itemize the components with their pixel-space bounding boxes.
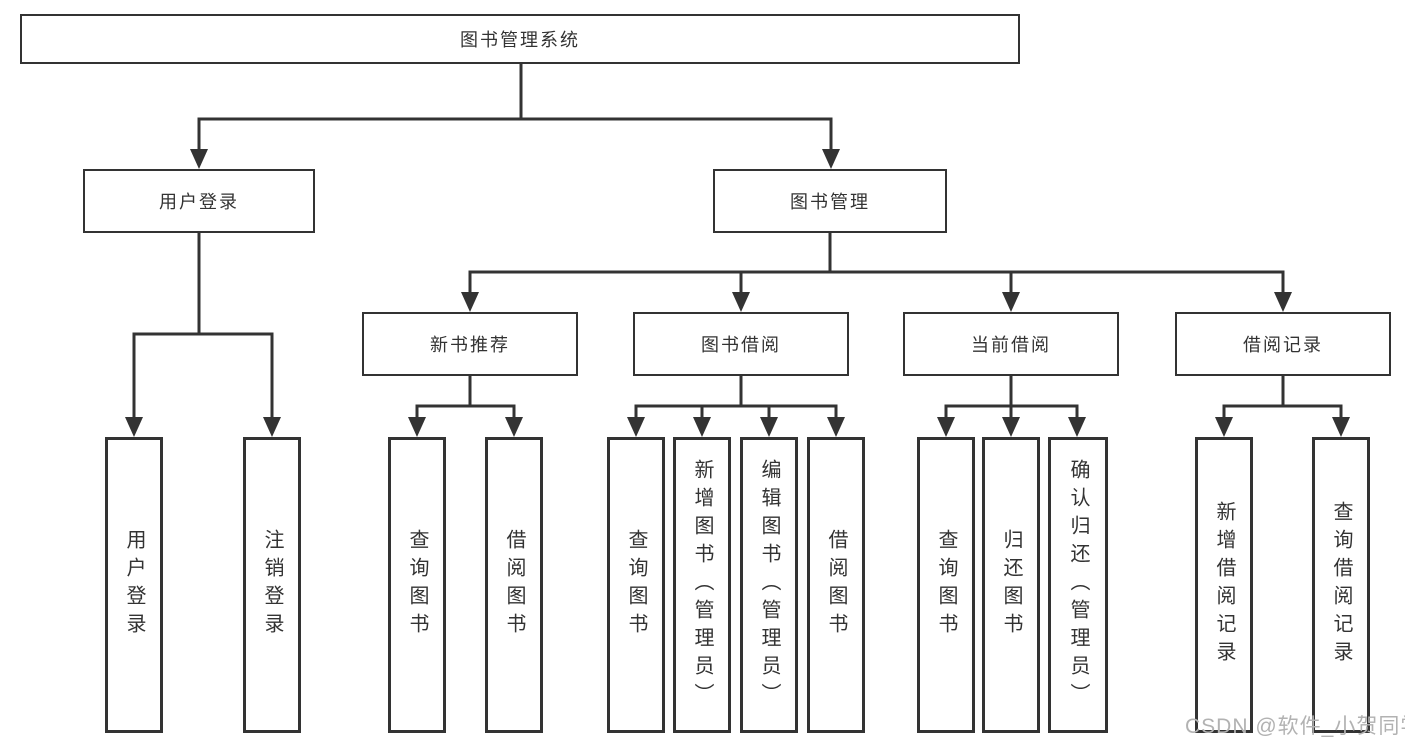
csdn-watermark: CSDN @软件_小贺同学 [1185,715,1405,738]
leaf-return-books: 归还图书 [982,437,1040,733]
leaf-query-borrow-record: 查询借阅记录 [1312,437,1370,733]
leaf-logout-login: 注销登录 [243,437,301,733]
leaf-add-borrow-record: 新增借阅记录 [1195,437,1253,733]
leaf-confirm-return-admin: 确认归还（管理员） [1048,437,1108,733]
leaf-query-books-recommend: 查询图书 [388,437,446,733]
leaf-borrow-books-borrowing: 借阅图书 [807,437,865,733]
node-book-management: 图书管理 [713,169,947,233]
node-new-book-recommend: 新书推荐 [362,312,578,376]
leaf-user-login: 用户登录 [105,437,163,733]
node-borrowing-records: 借阅记录 [1175,312,1391,376]
leaf-edit-books-admin: 编辑图书（管理员） [740,437,798,733]
node-root: 图书管理系统 [20,14,1020,64]
leaf-add-books-admin: 新增图书（管理员） [673,437,731,733]
node-current-borrowing: 当前借阅 [903,312,1119,376]
node-book-borrowing: 图书借阅 [633,312,849,376]
node-user-login: 用户登录 [83,169,315,233]
leaf-query-books-borrowing: 查询图书 [607,437,665,733]
leaf-borrow-books-recommend: 借阅图书 [485,437,543,733]
leaf-query-books-current: 查询图书 [917,437,975,733]
